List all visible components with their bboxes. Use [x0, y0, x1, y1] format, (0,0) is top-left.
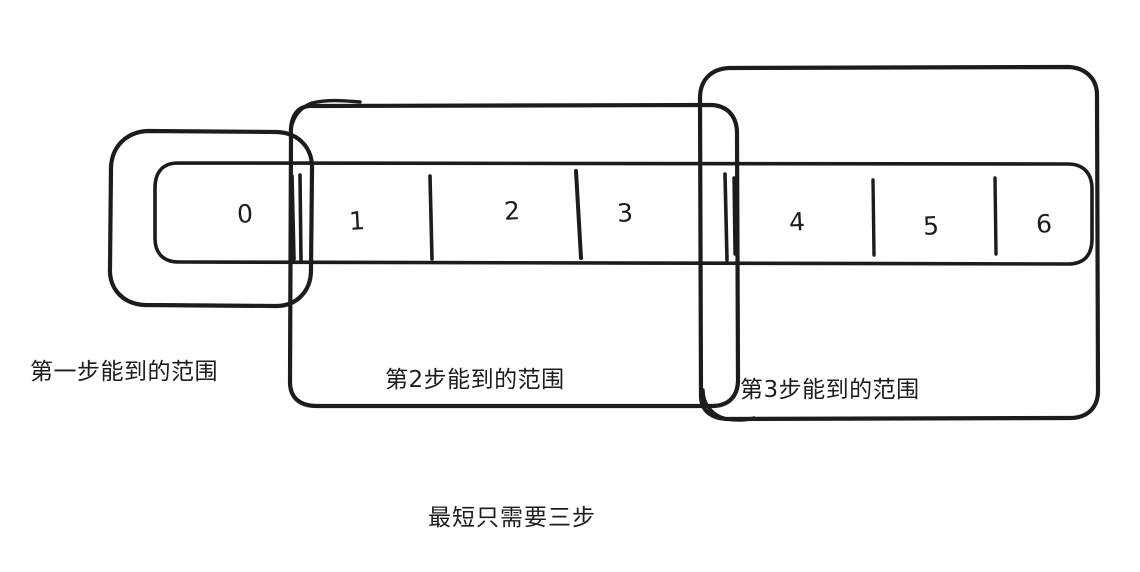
- step1-range-label: 第一步能到的范围: [30, 359, 218, 385]
- step2-range-box: [287, 98, 741, 409]
- divider-1-2: [428, 174, 434, 261]
- step3-range-box: [697, 64, 1101, 422]
- strip-cell-5: 5: [922, 211, 940, 241]
- strip-cell-2: 2: [503, 196, 521, 226]
- divider-5-6: [993, 176, 998, 256]
- divider-3-4-a: [723, 172, 729, 262]
- step1-range-box: [107, 128, 315, 309]
- strip-cell-3: 3: [616, 198, 634, 228]
- divider-3-4-b: [732, 176, 737, 256]
- strip-dividers: [290, 169, 998, 262]
- divider-0-1-b: [298, 173, 303, 262]
- strip-cell-4: 4: [788, 207, 806, 237]
- divider-2-3: [574, 169, 583, 260]
- number-strip: [153, 161, 1094, 266]
- divider-0-1-a: [290, 174, 296, 261]
- diagram-caption: 最短只需要三步: [428, 505, 596, 531]
- step3-range-label: 第3步能到的范围: [740, 377, 920, 403]
- strip-cell-0: 0: [236, 199, 254, 229]
- divider-4-5: [871, 178, 876, 257]
- strip-cell-1: 1: [348, 206, 366, 236]
- strip-cell-6: 6: [1035, 209, 1053, 239]
- step2-range-label: 第2步能到的范围: [385, 367, 565, 393]
